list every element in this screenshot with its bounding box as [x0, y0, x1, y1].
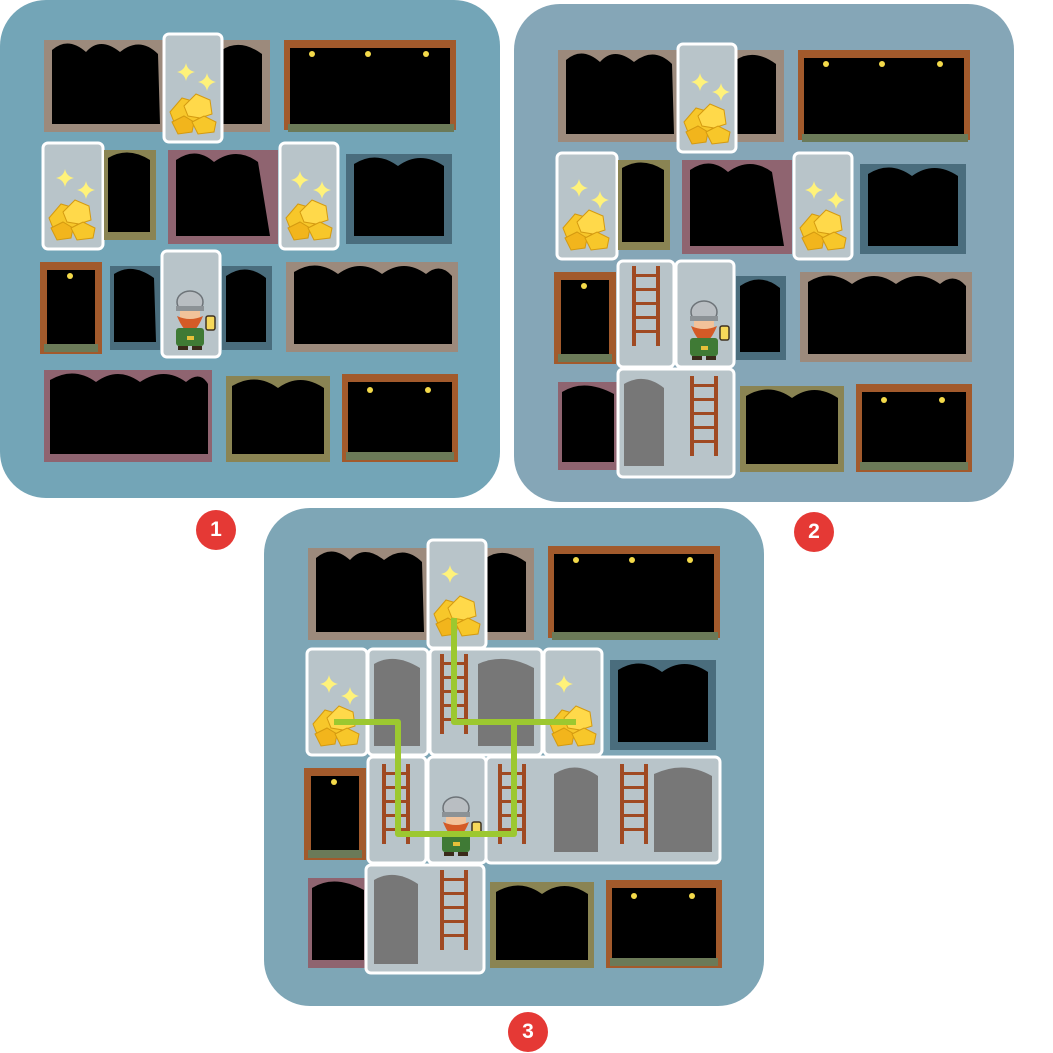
tile-dwarf-miner[interactable]	[160, 249, 222, 359]
tile-dwarf-miner[interactable]	[426, 755, 488, 865]
mine-entrance-small	[40, 262, 102, 354]
mine-entrance	[606, 880, 722, 968]
tile-ladder-long[interactable]	[484, 755, 722, 865]
tile-gold[interactable]	[676, 42, 738, 154]
tile-dwarf-miner[interactable]	[674, 259, 736, 369]
tile-ladder[interactable]	[616, 259, 676, 369]
puzzle-board-step-1	[0, 0, 500, 498]
cave-chamber-4b	[226, 376, 330, 462]
tile-gold[interactable]	[305, 647, 369, 757]
step-badge: 3	[508, 1012, 548, 1052]
cave-chamber-4a	[558, 382, 618, 470]
tile-gold[interactable]	[162, 32, 224, 144]
mine-entrance	[548, 546, 720, 640]
cave-chamber-3a	[110, 266, 272, 350]
mine-entrance	[342, 374, 458, 462]
tile-gold[interactable]	[792, 151, 854, 261]
cave-chamber-1a	[558, 50, 784, 142]
tile-gold[interactable]	[555, 151, 619, 261]
tile-gold[interactable]	[542, 647, 604, 757]
solution-path	[334, 618, 576, 837]
tile-ladder-wide[interactable]	[364, 863, 486, 975]
cave-chamber-2c	[610, 660, 716, 750]
cave-chamber-1a	[308, 548, 534, 640]
cave-chamber-1a	[44, 40, 270, 132]
mine-entrance	[798, 50, 970, 142]
cave-chamber-3a	[736, 276, 786, 360]
cave-chamber-2c	[860, 164, 966, 254]
tile-gold[interactable]	[41, 141, 105, 251]
mine-entrance	[284, 40, 456, 132]
tile-ladder-wide[interactable]	[428, 647, 544, 757]
mine-entrance-small	[554, 272, 616, 364]
cave-chamber-2a	[104, 150, 156, 240]
tile-ladder-wide[interactable]	[616, 367, 736, 479]
cave-chamber-4a	[44, 370, 212, 462]
mine-entrance	[856, 384, 972, 472]
cave-chamber-4b	[740, 386, 844, 472]
step-badge: 2	[794, 512, 834, 552]
mine-entrance-small	[304, 768, 366, 860]
puzzle-board-step-2	[514, 4, 1014, 502]
tile-gold[interactable]	[278, 141, 340, 251]
cave-chamber-2b	[682, 160, 792, 254]
cave-chamber-3b	[800, 272, 972, 362]
cave-chamber-4a	[308, 878, 368, 968]
puzzle-board-step-3	[264, 508, 764, 1006]
cave-chamber-2a	[618, 160, 670, 250]
cave-chamber-2c	[346, 154, 452, 244]
cave-chamber-4b	[490, 882, 594, 968]
step-badge: 1	[196, 510, 236, 550]
cave-chamber-2b	[168, 150, 278, 244]
cave-chamber-3b	[286, 262, 458, 352]
